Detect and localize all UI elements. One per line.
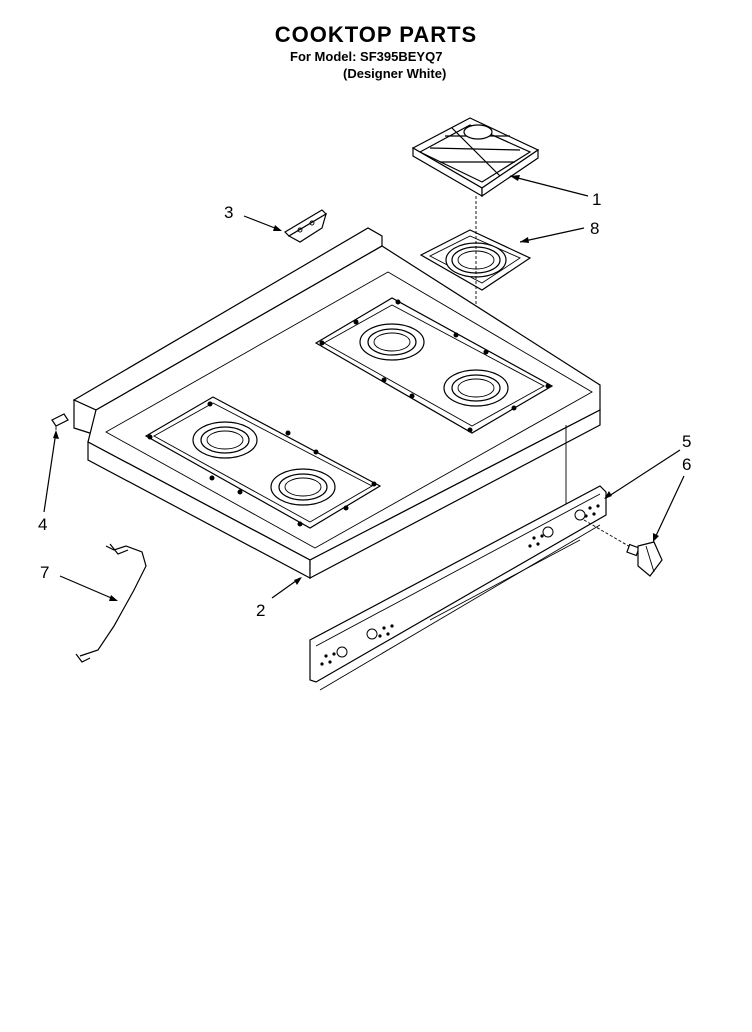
- callout-2: 2: [256, 601, 265, 620]
- model-label: For Model: SF395BEYQ7: [290, 49, 443, 64]
- control-knob: [583, 519, 663, 577]
- mounting-bracket: [284, 209, 327, 243]
- burner-grate: [411, 117, 540, 198]
- callout-6: 6: [682, 455, 691, 474]
- callout-3: 3: [224, 203, 233, 222]
- callout-7: 7: [40, 563, 49, 582]
- callout-8: 8: [590, 219, 599, 238]
- callout-4: 4: [38, 515, 47, 534]
- page-title: COOKTOP PARTS: [274, 22, 478, 47]
- clip-part: [51, 413, 69, 430]
- leader-lines: [43, 175, 685, 601]
- control-panel: [309, 485, 607, 691]
- callout-1: 1: [592, 190, 601, 209]
- igniter-wire: [75, 543, 147, 663]
- callout-5: 5: [682, 432, 691, 451]
- cooktop-main-top: [72, 227, 601, 579]
- color-label: (Designer White): [343, 66, 447, 81]
